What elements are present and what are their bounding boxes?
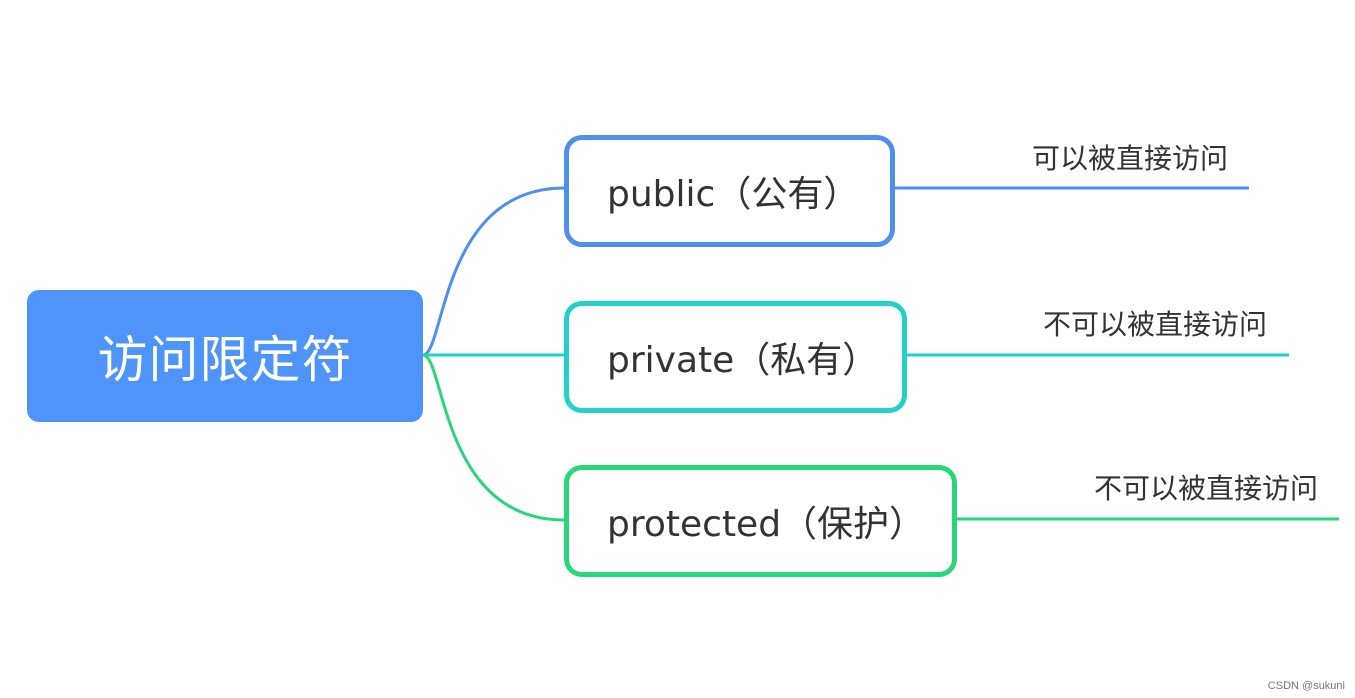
node-public[interactable]: public（公有） xyxy=(564,135,895,247)
root-node[interactable]: 访问限定符 xyxy=(27,290,423,422)
root-label: 访问限定符 xyxy=(97,331,353,389)
node-public-label: public（公有） xyxy=(607,174,860,215)
connector-protected xyxy=(422,353,565,522)
node-private[interactable]: private（私有） xyxy=(564,301,907,413)
node-protected-label: protected（保护） xyxy=(607,504,926,545)
leaf-public-label[interactable]: 可以被直接访问 xyxy=(1032,142,1229,175)
leaf-protected-label[interactable]: 不可以被直接访问 xyxy=(1094,472,1319,505)
node-private-label: private（私有） xyxy=(607,340,879,381)
watermark: CSDN @sukuni xyxy=(1267,680,1345,692)
connector-public xyxy=(422,186,565,357)
node-protected[interactable]: protected（保护） xyxy=(564,465,957,577)
leaf-private-label[interactable]: 不可以被直接访问 xyxy=(1043,308,1268,341)
